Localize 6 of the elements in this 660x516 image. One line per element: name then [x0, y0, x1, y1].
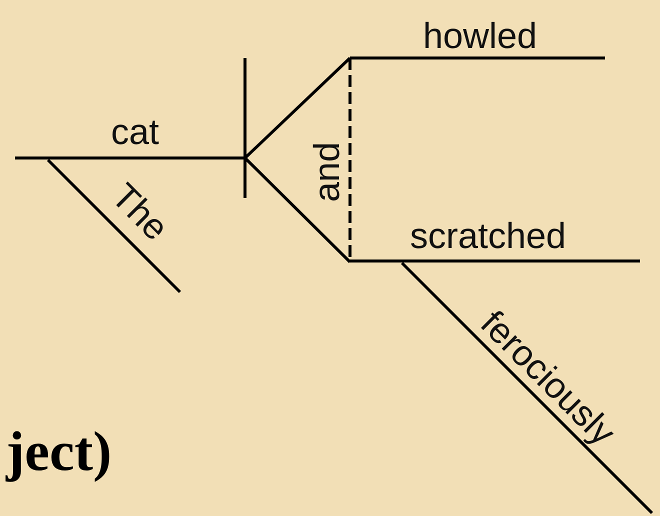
word-label: howled [423, 18, 538, 54]
word-label: The [105, 177, 175, 247]
heading-text: ject) [4, 424, 112, 480]
word-label: cat [111, 114, 160, 150]
word-label: and [309, 142, 346, 202]
word-label: scratched [410, 218, 566, 254]
